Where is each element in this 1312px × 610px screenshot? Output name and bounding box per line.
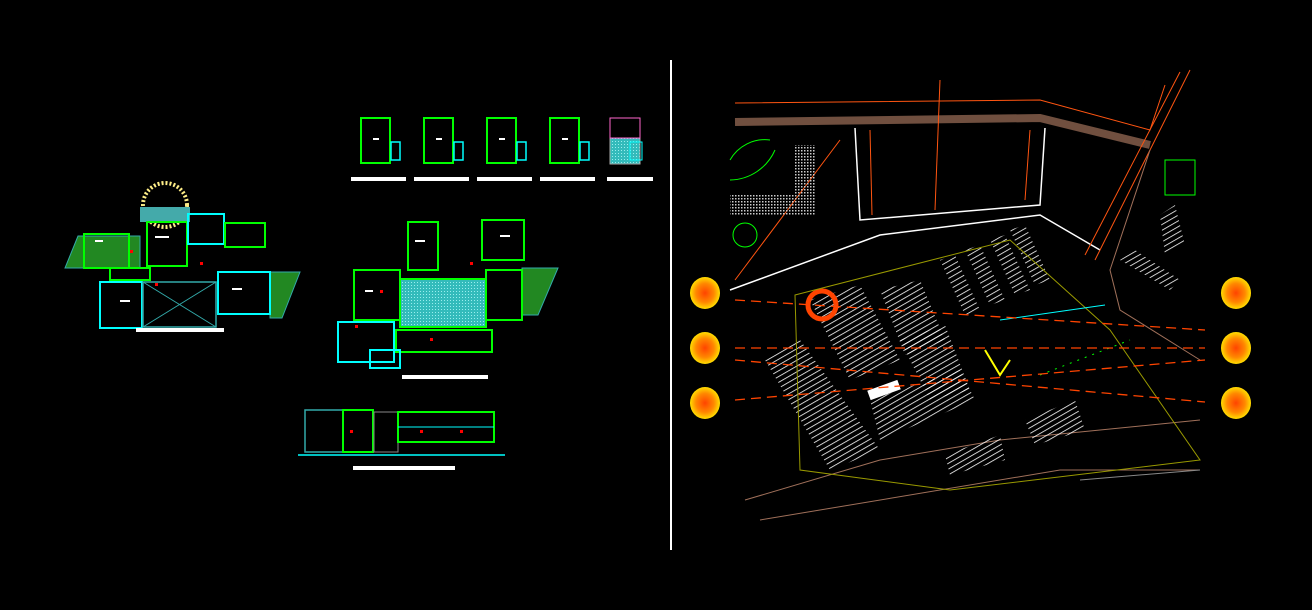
site-plan[interactable] bbox=[729, 69, 1206, 521]
sun-icon bbox=[690, 277, 720, 309]
ground-floor-plan[interactable] bbox=[64, 181, 301, 332]
mini-plan-4[interactable] bbox=[540, 117, 595, 181]
section-drawing[interactable] bbox=[298, 409, 505, 470]
plan-title-bar bbox=[477, 177, 532, 181]
sun-icon bbox=[1221, 332, 1251, 364]
plan-title-bar bbox=[136, 328, 224, 332]
plan-title-bar bbox=[540, 177, 595, 181]
plan-title-bar bbox=[414, 177, 469, 181]
upper-floor-plans[interactable] bbox=[351, 117, 653, 181]
mini-plan-1[interactable] bbox=[351, 117, 406, 181]
section-title-bar bbox=[353, 466, 455, 470]
first-floor-plan[interactable] bbox=[337, 219, 559, 379]
plan-title-bar bbox=[402, 375, 488, 379]
sun-path-markers bbox=[690, 277, 1251, 419]
mini-plan-3[interactable] bbox=[477, 117, 532, 181]
sun-icon bbox=[1221, 277, 1251, 309]
mini-plan-5[interactable] bbox=[607, 117, 653, 181]
plan-title-bar bbox=[351, 177, 406, 181]
sun-icon bbox=[1221, 387, 1251, 419]
sun-icon bbox=[690, 332, 720, 364]
mini-plan-2[interactable] bbox=[414, 117, 469, 181]
plan-title-bar bbox=[607, 177, 653, 181]
sun-icon bbox=[690, 387, 720, 419]
